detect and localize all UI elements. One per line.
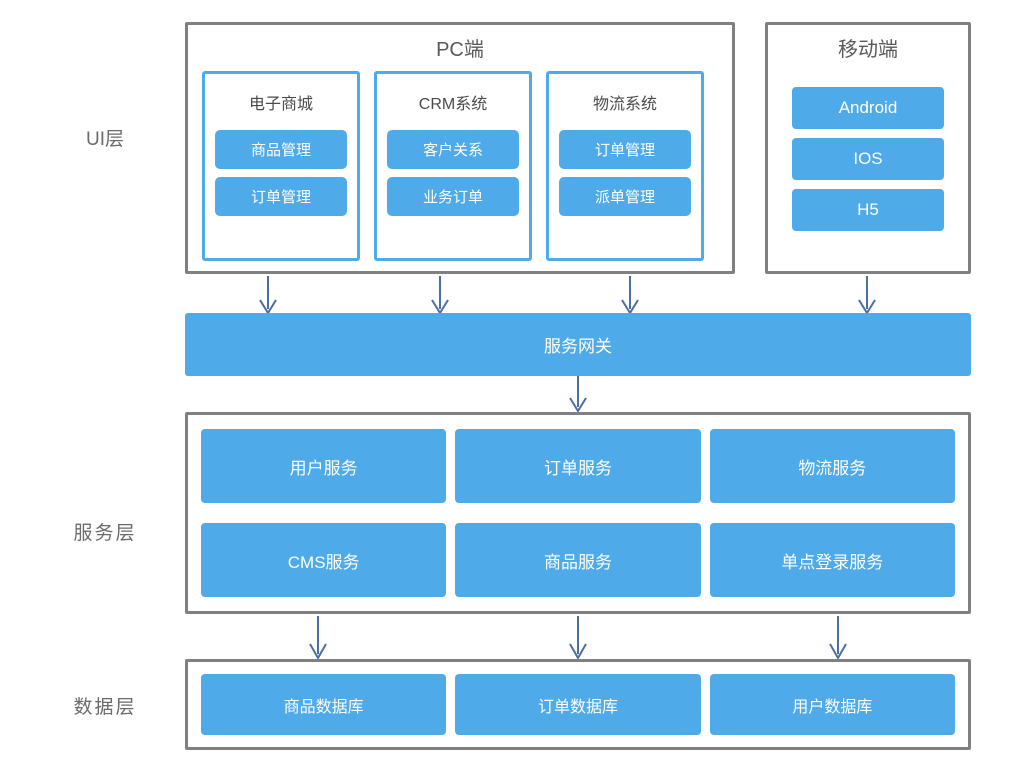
system-card-items: 客户关系 业务订单 (387, 130, 519, 224)
database-pill-order[interactable]: 订单数据库 (455, 674, 701, 735)
module-pill[interactable]: 客户关系 (387, 130, 519, 169)
database-pill-product[interactable]: 商品数据库 (201, 674, 447, 735)
arrow-ecommerce-to-gateway (256, 276, 280, 316)
service-pill-product[interactable]: 商品服务 (455, 523, 701, 597)
platform-pill-ios[interactable]: IOS (792, 138, 944, 180)
service-gateway-label: 服务网关 (544, 337, 612, 356)
service-pill-sso[interactable]: 单点登录服务 (709, 523, 955, 597)
system-card-title: 物流系统 (592, 96, 657, 113)
system-card-items: 商品管理 订单管理 (215, 130, 347, 224)
service-gateway-bar[interactable]: 服务网关 (185, 313, 971, 376)
system-card-crm[interactable]: CRM系统 客户关系 业务订单 (374, 71, 532, 261)
system-card-ecommerce[interactable]: 电子商城 商品管理 订单管理 (202, 71, 360, 261)
arrow-service-to-user-db (826, 616, 850, 661)
pc-panel-title: PC端 (436, 39, 484, 61)
service-grid: 用户服务 订单服务 物流服务 CMS服务 商品服务 单点登录服务 (201, 429, 955, 597)
mobile-panel-title: 移动端 (838, 39, 898, 61)
module-pill[interactable]: 订单管理 (215, 177, 347, 216)
system-card-title: 电子商城 (248, 96, 313, 113)
module-pill[interactable]: 订单管理 (559, 130, 691, 169)
service-pill-order[interactable]: 订单服务 (455, 429, 701, 503)
arrow-service-to-order-db (566, 616, 590, 661)
layer-label-data: 数据层 (73, 697, 137, 718)
layer-label-service: 服务层 (73, 523, 137, 544)
database-grid: 商品数据库 订单数据库 用户数据库 (201, 674, 955, 735)
arrow-gateway-to-service (566, 376, 590, 414)
arrow-mobile-to-gateway (855, 276, 879, 316)
arrow-crm-to-gateway (428, 276, 452, 316)
service-pill-logistics[interactable]: 物流服务 (709, 429, 955, 503)
system-card-logistics[interactable]: 物流系统 订单管理 派单管理 (546, 71, 704, 261)
module-pill[interactable]: 派单管理 (559, 177, 691, 216)
arrow-service-to-product-db (306, 616, 330, 661)
mobile-platform-list: Android IOS H5 (792, 87, 944, 240)
database-pill-user[interactable]: 用户数据库 (709, 674, 955, 735)
layer-label-ui: UI层 (85, 129, 124, 150)
platform-pill-android[interactable]: Android (792, 87, 944, 129)
data-layer-panel: 商品数据库 订单数据库 用户数据库 (185, 659, 971, 750)
module-pill[interactable]: 商品管理 (215, 130, 347, 169)
pc-panel: PC端 电子商城 商品管理 订单管理 CRM系统 客户关系 业务订单 物流系统 … (185, 22, 735, 274)
service-pill-user[interactable]: 用户服务 (201, 429, 447, 503)
arrow-logistics-to-gateway (618, 276, 642, 316)
system-card-title: CRM系统 (418, 96, 488, 113)
platform-pill-h5[interactable]: H5 (792, 189, 944, 231)
system-card-items: 订单管理 派单管理 (559, 130, 691, 224)
service-pill-cms[interactable]: CMS服务 (201, 523, 447, 597)
service-layer-panel: 用户服务 订单服务 物流服务 CMS服务 商品服务 单点登录服务 (185, 412, 971, 614)
mobile-panel: 移动端 Android IOS H5 (765, 22, 971, 274)
module-pill[interactable]: 业务订单 (387, 177, 519, 216)
